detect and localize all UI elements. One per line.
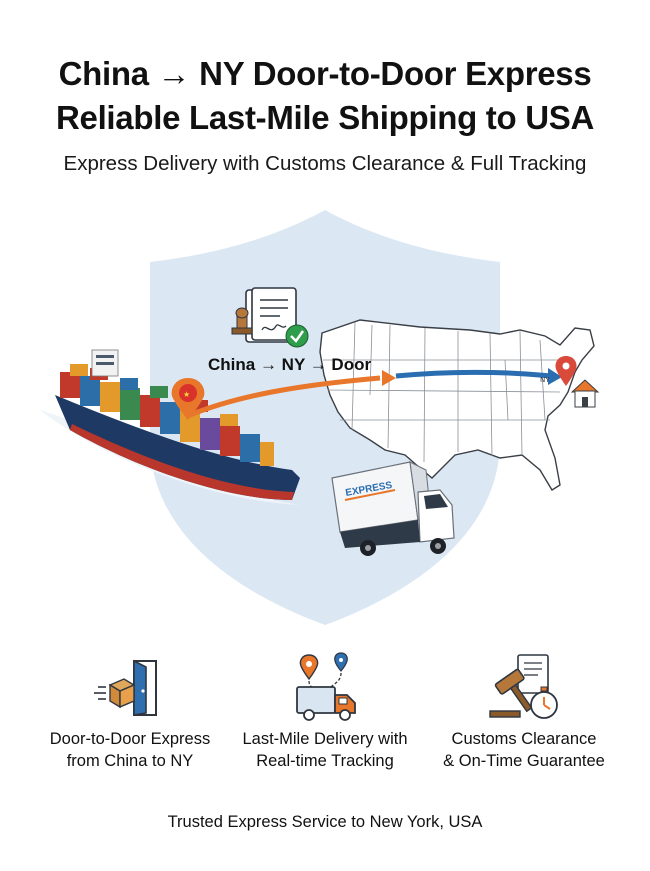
svg-text:★: ★ — [183, 390, 190, 399]
route-arrow-orange — [189, 375, 381, 418]
feature-last-mile: Last-Mile Delivery with Real-time Tracki… — [217, 648, 433, 772]
feature-3-line-1: Customs Clearance — [451, 730, 597, 748]
truck-route-icon — [217, 648, 433, 728]
feature-door-to-door: Door-to-Door Express from China to NY — [22, 648, 238, 772]
feature-1-line-1: Door-to-Door Express — [49, 730, 211, 748]
ny-pin-icon — [555, 356, 577, 386]
feature-2-line-2: Real-time Tracking — [256, 752, 394, 770]
route-label: China → NY → Door — [208, 355, 372, 374]
container-ship-icon — [40, 349, 300, 505]
feature-customs: Customs Clearance & On-Time Guarantee — [416, 648, 632, 772]
page-title: China → NY Door-to-Door Express Reliable… — [0, 52, 650, 140]
page-subtitle: Express Delivery with Customs Clearance … — [63, 152, 587, 175]
document-stamp-icon — [231, 287, 297, 343]
headline-line-2: Reliable Last-Mile Shipping to USA — [55, 99, 594, 136]
route-arrow-blue — [395, 369, 553, 379]
hero-illustration: ★ NY — [40, 210, 600, 625]
door-package-icon — [22, 648, 238, 728]
ny-pin-label: NY — [540, 376, 550, 384]
headline-line-1: China → NY Door-to-Door Express — [58, 55, 592, 92]
delivery-truck-icon: EXPRESS — [331, 461, 455, 556]
check-icon — [285, 324, 309, 348]
footer-tagline: Trusted Express Service to New York, USA — [167, 813, 483, 831]
location-pin-icon: ★ — [171, 378, 205, 420]
usa-map-icon — [319, 319, 595, 491]
feature-3-line-2: & On-Time Guarantee — [443, 752, 605, 770]
gavel-stopwatch-icon — [416, 648, 632, 728]
feature-2-line-1: Last-Mile Delivery with — [242, 730, 408, 748]
house-icon — [570, 379, 600, 408]
feature-1-line-2: from China to NY — [66, 752, 194, 770]
